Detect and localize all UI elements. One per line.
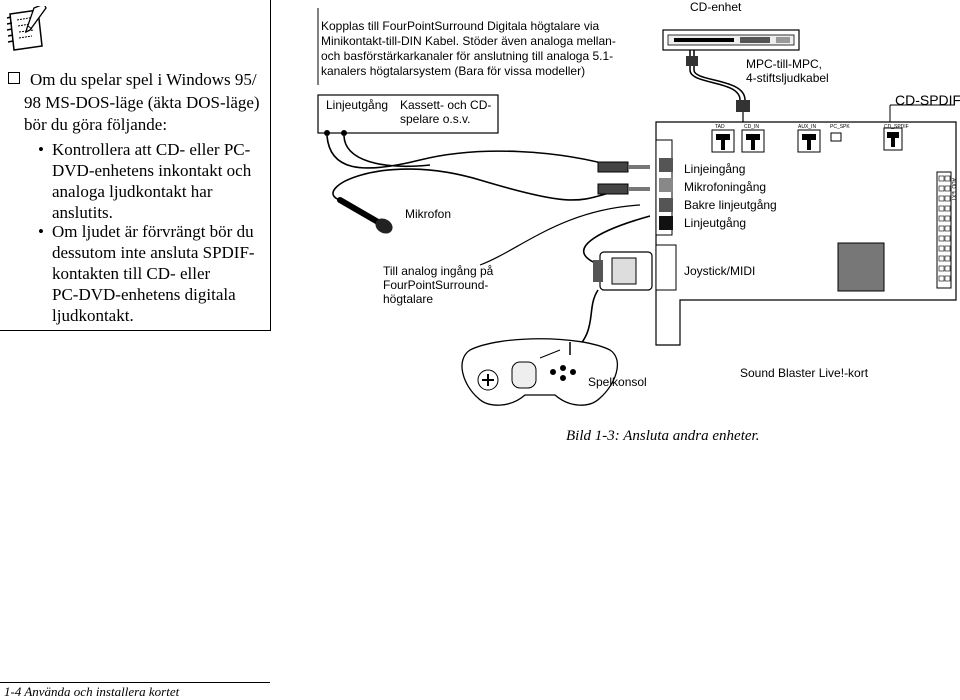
line-in-label: Linjeingång [684,162,746,176]
audio-plug-icon [597,161,650,173]
footer-divider [0,682,270,683]
checkbox-icon [8,72,20,84]
note-pencil-icon [6,6,47,51]
analog-input-label-3: högtalare [383,292,434,306]
sound-card-icon [655,121,957,346]
note-line-3: bör du göra följande: [24,115,168,134]
cd-in-connector-label: CD_IN [744,124,760,130]
aux-in-connector-label: AUX_IN [798,124,817,130]
cassette-label-1: Kassett- och CD- [400,98,492,112]
audio-plug-icon [597,183,650,195]
figure-caption: Bild 1-3: Ansluta andra enheter. [566,428,760,444]
cd-drive-icon [662,29,800,51]
bullet2-line-3: kontakten till CD- eller [52,264,211,283]
bullet-icon: • [38,140,44,159]
fps-description-line-2: Minikontakt-till-DIN Kabel. Stöder även … [321,34,616,48]
fps-description-line-4: kanalers högtalarsystem (Bara för vissa … [321,64,586,78]
tad-connector-label: TAD [715,124,725,130]
note-line-1: Om du spelar spel i Windows 95/ [8,69,257,90]
cassette-player-icon [317,94,499,136]
bullet1-line-3: analoga ljudkontakt har [52,182,213,201]
pc-spk-connector-label: PC_SPK [830,124,850,130]
fps-description-line-1: Kopplas till FourPointSurround Digitala … [321,19,600,33]
bullet2-line-2: dessutom inte ansluta SPDIF- [52,243,255,262]
mpc-cable-label-2: 4-stiftsljudkabel [746,71,829,85]
bullet2-line-4: PC-DVD-enhetens digitala [52,285,236,304]
line-out-left-label: Linjeutgång [326,98,389,112]
gamepad-label: Spelkonsol [588,375,647,389]
gamepad-icon [461,338,619,406]
bullet1-line-2: DVD-enhetens inkontakt och [52,161,252,180]
bullet1-line-4: anslutits. [52,203,113,222]
microphone-label: Mikrofon [405,207,452,221]
bullet2-line-1: Om ljudet är förvrängt bör du [52,222,254,241]
bullet-icon: • [38,222,44,241]
pin-header [938,175,951,282]
mic-in-label: Mikrofoningång [684,180,767,194]
joystick-connector-icon [569,251,653,356]
note-box [0,0,271,331]
mpc-cable-label-1: MPC-till-MPC, [746,57,822,71]
microphone-icon [337,197,393,234]
analog-input-label-2: FourPointSurround- [383,278,489,292]
joystick-label: Joystick/MIDI [684,264,756,278]
bullet2-line-5: ljudkontakt. [52,306,134,325]
cassette-label-2: spelare o.s.v. [400,112,471,126]
cd-spdif-label: CD-SPDIF [895,92,960,108]
fps-description-line-3: och basförstärkarkanaler för anslutning … [321,49,614,63]
rear-line-out-label: Bakre linjeutgång [684,198,777,212]
bullet1-line-1: Kontrollera att CD- eller PC- [52,140,251,159]
note-line-2: 98 MS-DOS-läge (äkta DOS-läge) [24,93,260,112]
page-footer: 1-4 Använda och installera kortet [4,684,180,699]
aud-ext-connector-label: AUD_EXT [950,178,956,202]
sound-card-label: Sound Blaster Live!-kort [740,366,869,380]
line-out-label: Linjeutgång [684,216,747,230]
cd-spdif-connector-label: CD_SPDIF [884,124,909,130]
analog-input-label-1: Till analog ingång på [383,264,494,278]
cd-drive-label: CD-enhet [690,0,742,14]
